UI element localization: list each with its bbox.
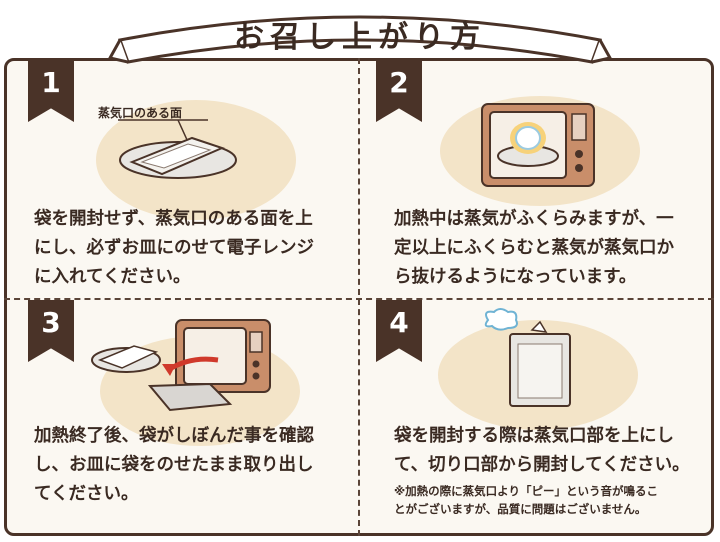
step-4-note: ※加熱の際に蒸気口より「ピー」という音が鳴るこ とがございますが、品質に問題はご… [394,484,658,516]
open-pouch-icon [484,308,571,407]
step-3-number: 3 [41,306,61,339]
step-4-number: 4 [389,306,409,339]
horizontal-divider [4,298,714,300]
step-4-text: 袋を開封する際は蒸気口部を上にし て、切り口部から開封してください。 [394,426,690,475]
pouch-on-plate-icon [118,119,237,179]
page-title: お召し上がり方 [234,20,486,55]
step-3-text: 加熱終了後、袋がしぼんだ事を確認 し、お皿に袋をのせたまま取り出し てください。 [34,426,314,504]
step-2-text: 加熱中は蒸気がふくらみますが、一 定以上にふくらむと蒸気が蒸気口か ら抜けるよう… [394,209,674,287]
step-1-text: 袋を開封せず、蒸気口のある面を上 にし、必ずお皿にのせて電子レンジ に入れてくだ… [34,209,314,287]
vent-callout: 蒸気口のある面 [98,106,183,120]
title-banner: お召し上がり方 [107,0,613,78]
remove-from-microwave-icon [91,319,271,412]
microwave-icon [481,103,595,187]
step-2-number: 2 [389,66,409,99]
banner-ribbon [107,15,613,64]
step-1-number: 1 [41,66,61,99]
vertical-divider [358,58,360,536]
